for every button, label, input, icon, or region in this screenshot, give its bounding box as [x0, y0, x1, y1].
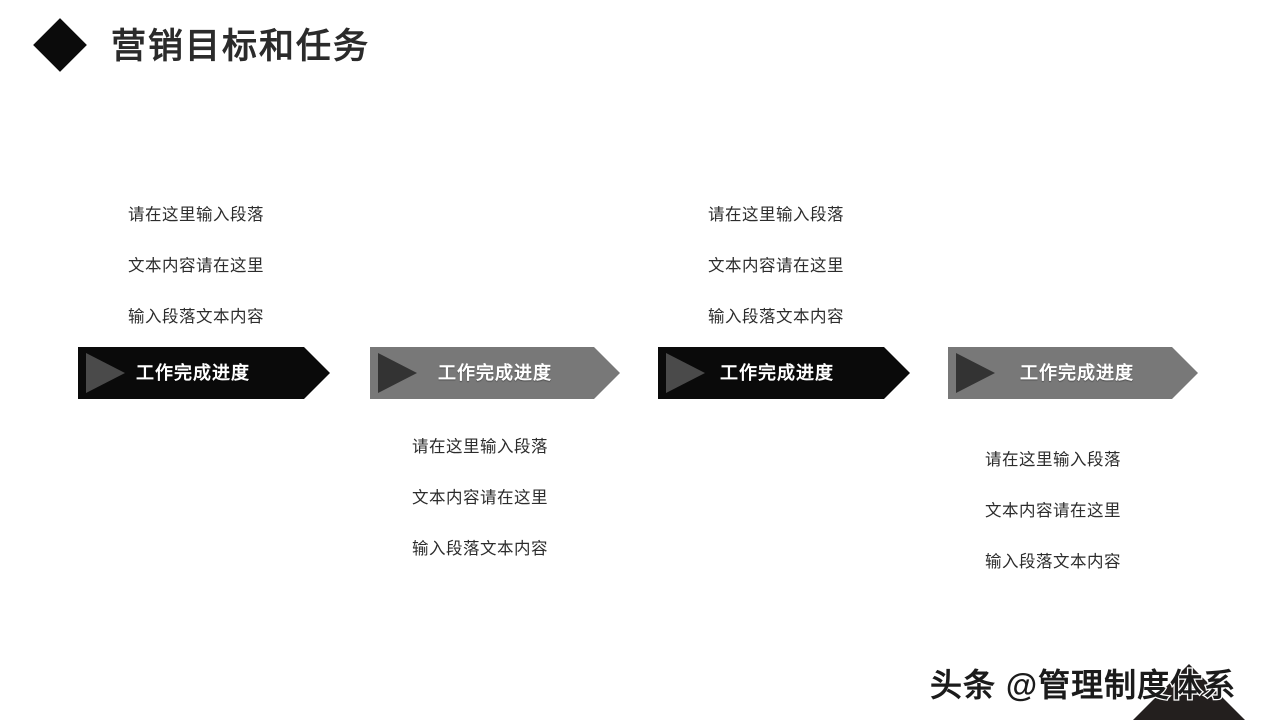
progress-banner-4[interactable]: 工作完成进度 [948, 347, 1198, 399]
page-title: 营销目标和任务 [111, 27, 371, 66]
paragraph-line: 文本内容请在这里 [708, 257, 844, 275]
chevron-banner-shape [948, 347, 1198, 399]
paragraph-line: 输入段落文本内容 [708, 308, 844, 326]
watermark-label: 头条 @管理制度体系 [929, 666, 1237, 705]
paragraph-line: 文本内容请在这里 [412, 489, 548, 507]
paragraph-line: 请在这里输入段落 [708, 206, 844, 224]
paragraph-line: 输入段落文本内容 [985, 553, 1121, 571]
paragraph-line: 请在这里输入段落 [412, 438, 548, 456]
slide-header: 营销目标和任务 [0, 0, 1280, 110]
chevron-banner-shape [370, 347, 620, 399]
paragraph-line: 文本内容请在这里 [128, 257, 264, 275]
paragraph-line: 请在这里输入段落 [128, 206, 264, 224]
paragraph-line: 请在这里输入段落 [985, 451, 1121, 469]
progress-banner-3-label: 工作完成进度 [720, 363, 834, 383]
progress-banner-2-label: 工作完成进度 [438, 363, 552, 383]
diamond-icon [33, 18, 87, 72]
paragraph-block-3: 请在这里输入段落 文本内容请在这里 输入段落文本内容 [708, 190, 958, 343]
bottom-triangle-decoration [1133, 664, 1245, 720]
paragraph-block-1: 请在这里输入段落 文本内容请在这里 输入段落文本内容 [128, 190, 378, 343]
chevron-banner-shape [78, 347, 330, 399]
paragraph-block-4: 请在这里输入段落 文本内容请在这里 输入段落文本内容 [985, 435, 1235, 588]
progress-banner-4-label: 工作完成进度 [1020, 363, 1134, 383]
paragraph-line: 文本内容请在这里 [985, 502, 1121, 520]
progress-banner-1-label: 工作完成进度 [136, 363, 250, 383]
progress-banner-1[interactable]: 工作完成进度 [78, 347, 330, 399]
progress-banner-3[interactable]: 工作完成进度 [658, 347, 910, 399]
progress-banner-2[interactable]: 工作完成进度 [370, 347, 620, 399]
chevron-banner-shape [658, 347, 910, 399]
paragraph-block-2: 请在这里输入段落 文本内容请在这里 输入段落文本内容 [412, 422, 662, 575]
paragraph-line: 输入段落文本内容 [128, 308, 264, 326]
paragraph-line: 输入段落文本内容 [412, 540, 548, 558]
